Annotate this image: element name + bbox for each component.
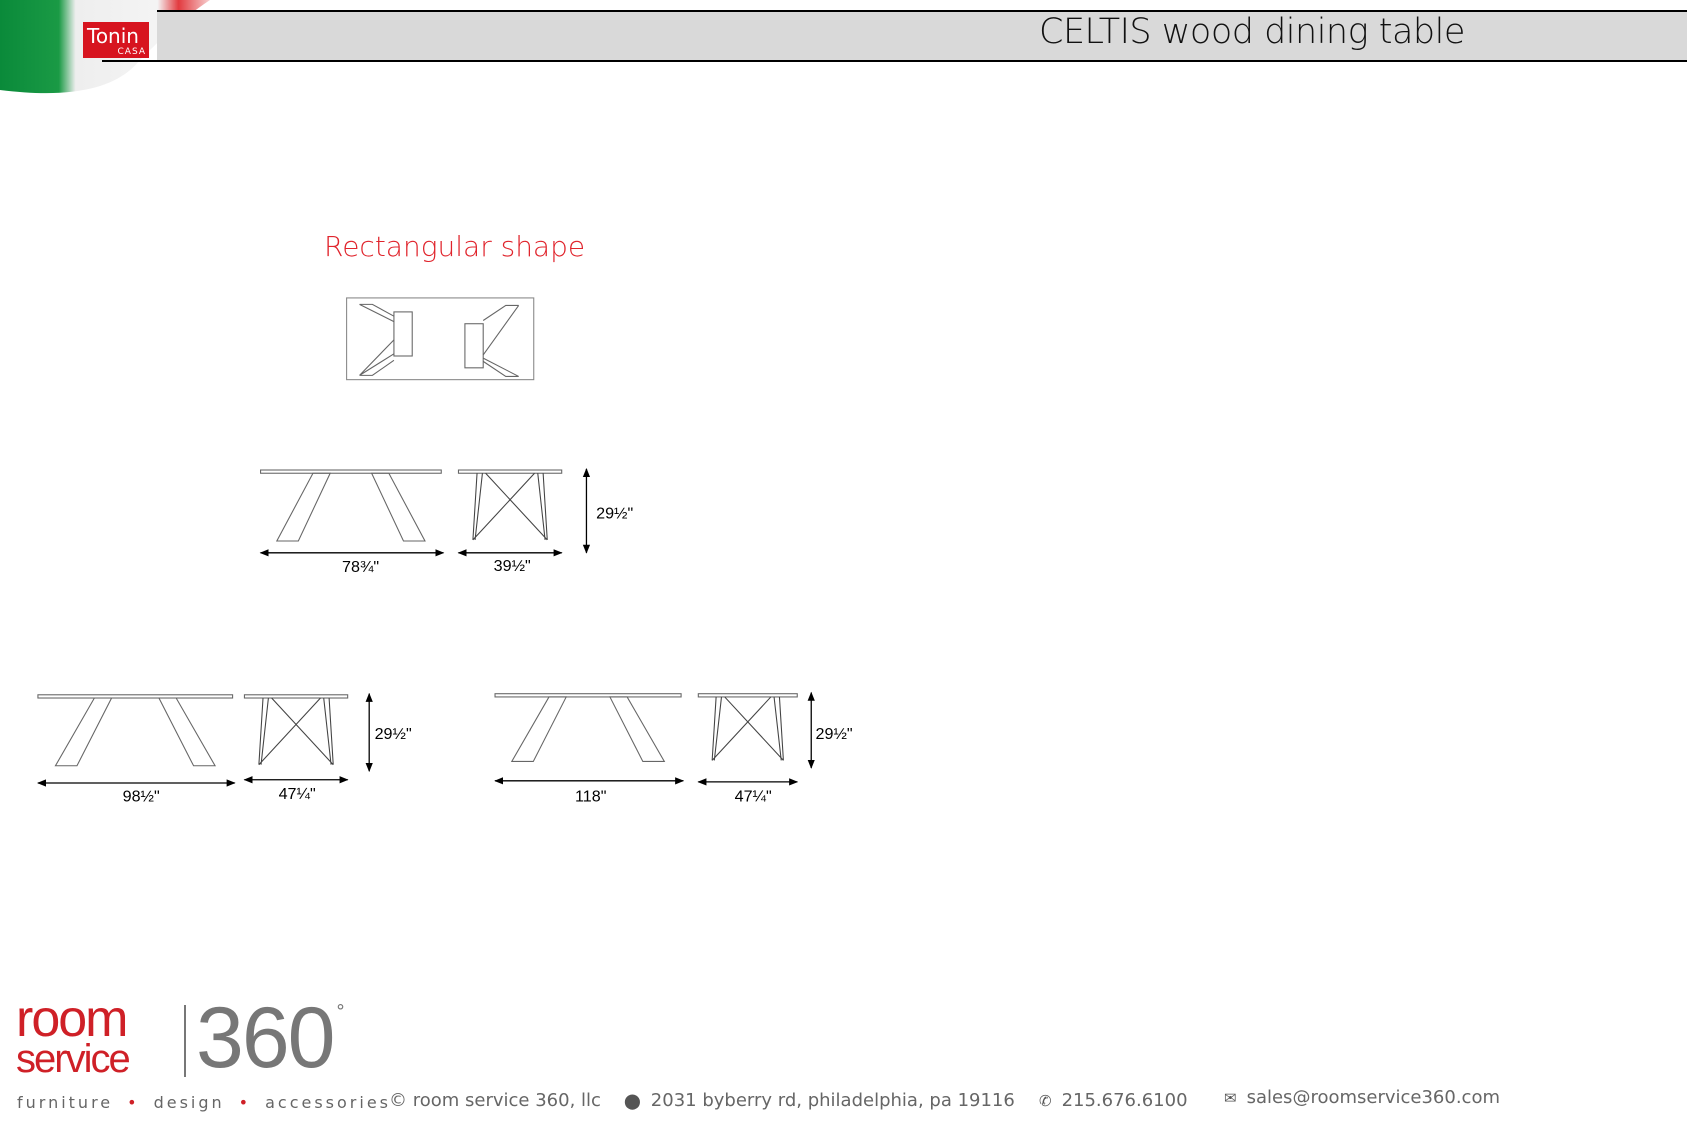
logo-service: service: [16, 1037, 131, 1081]
side-view-leg: [510, 696, 568, 763]
tonin-casa-logo: Tonin CASA: [83, 22, 149, 58]
end-view-legs: [711, 696, 784, 761]
header-bar: [157, 10, 1687, 62]
brand-name: Tonin: [87, 24, 139, 48]
side-view-leg: [54, 697, 113, 767]
logo-divider: [184, 1005, 186, 1077]
address-item: ⬤ 2031 byberry rd, philadelphia, pa 19116: [624, 1090, 1015, 1111]
dim-height-1: 29½": [596, 504, 633, 522]
end-view-tabletop: [697, 693, 798, 698]
dim-length-1: 78¾": [342, 558, 379, 576]
email-item: ✉ sales@roomservice360.com: [1224, 1087, 1500, 1108]
tagline-accessories: accessories: [265, 1093, 391, 1112]
side-view-leg: [158, 697, 217, 767]
side-view-tabletop: [260, 469, 442, 474]
header-divider: [102, 60, 1687, 62]
copyright: © room service 360, llc: [389, 1090, 601, 1111]
dim-length-3: 118": [575, 787, 607, 805]
map-pin-icon: ⬤: [624, 1092, 641, 1110]
side-view-tabletop: [494, 693, 682, 698]
section-title: Rectangular shape: [324, 230, 586, 263]
dim-width-3: 47¼": [735, 787, 772, 805]
tagline: furniture•design•accessories: [17, 1093, 391, 1112]
phone-text[interactable]: 215.676.6100: [1061, 1090, 1188, 1111]
side-view-tabletop: [37, 694, 234, 699]
page-title: CELTIS wood dining table: [1039, 12, 1465, 52]
dim-length-2: 98½": [123, 787, 160, 805]
side-view-leg: [275, 472, 332, 542]
logo-360: 360: [196, 990, 335, 1086]
logo-degree: °: [336, 1001, 345, 1022]
end-view-tabletop: [243, 694, 349, 699]
tagline-furniture: furniture: [17, 1093, 114, 1112]
logo-room: room: [16, 990, 128, 1048]
email-link[interactable]: sales@roomservice360.com: [1246, 1087, 1501, 1108]
dim-height-3: 29½": [816, 725, 853, 743]
end-view-legs: [472, 472, 548, 541]
phone-icon: ✆: [1039, 1092, 1052, 1110]
end-view-legs: [258, 697, 334, 766]
side-view-leg: [609, 696, 666, 763]
phone-item: ✆ 215.676.6100: [1039, 1090, 1188, 1111]
side-view-leg: [370, 472, 426, 542]
dim-height-2: 29½": [375, 725, 412, 743]
envelope-icon: ✉: [1224, 1089, 1237, 1107]
dim-width-1: 39½": [494, 557, 531, 575]
address-text: 2031 byberry rd, philadelphia, pa 19116: [650, 1090, 1015, 1111]
tagline-design: design: [153, 1093, 225, 1112]
brand-sub: CASA: [117, 47, 146, 57]
dim-width-2: 47¼": [279, 785, 316, 803]
room-service-360-logo: room service 360 °: [16, 993, 356, 1083]
end-view-tabletop: [457, 469, 563, 474]
top-view-drawing: [346, 297, 535, 381]
